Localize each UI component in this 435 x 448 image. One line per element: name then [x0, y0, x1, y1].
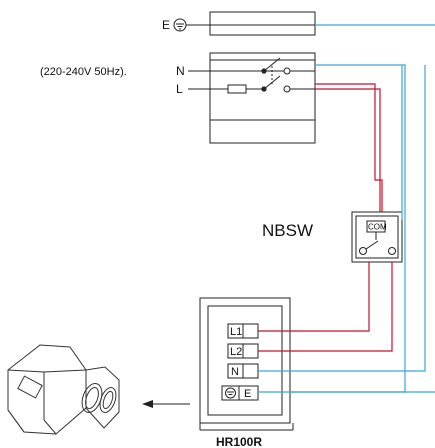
terminal-e: E	[221, 385, 259, 401]
blue-wires	[258, 24, 435, 393]
live-label: L	[176, 82, 183, 96]
terminal-l2: L2	[227, 343, 259, 359]
com-terminal-label: COM	[368, 223, 387, 232]
switched-live-l2-wire	[258, 262, 393, 352]
terminal-n-label: N	[231, 366, 239, 378]
fuse-icon	[227, 84, 247, 94]
nbsw-switch-box: COM	[351, 211, 403, 263]
neutral-label: N	[176, 64, 185, 78]
earth-label: E	[162, 18, 170, 32]
unit-name-label: HR100R	[216, 435, 262, 448]
terminal-l1-label: L1	[230, 326, 242, 338]
terminal-l2-label: L2	[230, 346, 242, 358]
hr100r-unit-block: L1 L2 N E	[199, 297, 294, 431]
single-pole-switch-icon	[359, 232, 396, 255]
switched-live-l1-wire	[258, 262, 370, 332]
voltage-label: (220-240V 50Hz).	[40, 66, 127, 78]
live-feed-wire	[315, 83, 383, 212]
neutral-to-terminal-wire	[258, 65, 426, 372]
supply-section: E (220-240V 50Hz). N L	[40, 18, 210, 96]
terminal-n: N	[227, 363, 259, 379]
terminal-e-label: E	[244, 388, 251, 400]
terminal-earth-symbol-icon	[225, 387, 236, 399]
earth-terminal-block	[209, 11, 316, 36]
terminal-l1: L1	[227, 323, 259, 339]
direction-arrow-icon	[142, 400, 190, 408]
switch-name-label: NBSW	[262, 221, 313, 240]
double-pole-switch-icon	[261, 57, 291, 93]
live-wire-run	[315, 88, 381, 212]
red-wires	[258, 83, 393, 352]
earth-symbol-icon	[173, 18, 187, 32]
ventilation-unit-icon	[7, 344, 120, 435]
isolator-switch-block	[209, 52, 316, 144]
